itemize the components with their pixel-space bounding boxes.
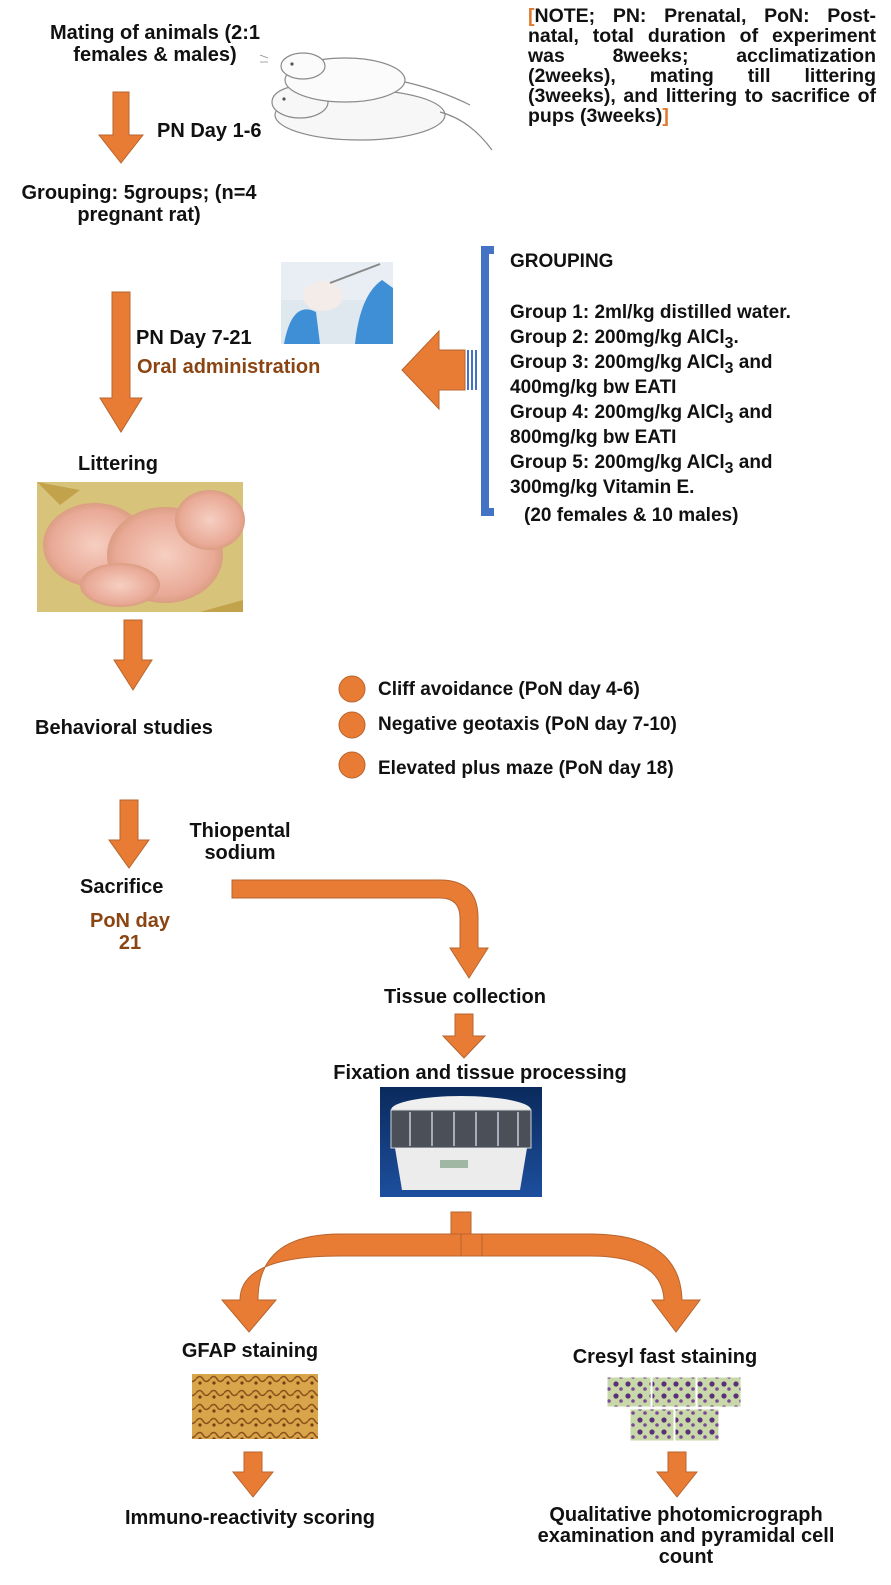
littering-pups-photo bbox=[37, 482, 245, 612]
pon-day-21-label: PoN day 21 bbox=[89, 910, 171, 954]
group-line: 300mg/kg Vitamin E. bbox=[510, 477, 695, 498]
bullet-negative-geotaxis bbox=[338, 711, 366, 739]
group-line: Group 5: 200mg/kg AlCl3 and bbox=[510, 452, 773, 477]
group-line: 800mg/kg bw EATI bbox=[510, 427, 677, 448]
group-line: Group 4: 200mg/kg AlCl3 and bbox=[510, 402, 773, 427]
thiopental-label: Thiopental sodium bbox=[189, 820, 291, 864]
group-total: (20 females & 10 males) bbox=[524, 505, 739, 526]
arrow-down-pn-day-1-6 bbox=[97, 91, 145, 164]
arrow-left-grouping bbox=[401, 329, 477, 411]
grouping-bracket bbox=[481, 246, 494, 516]
arrow-down-sacrifice bbox=[108, 799, 150, 869]
oral-administration-label: Oral administration bbox=[137, 356, 321, 378]
test-cliff-avoidance: Cliff avoidance (PoN day 4-6) bbox=[378, 679, 640, 700]
pn-day-7-21-label: PN Day 7-21 bbox=[136, 327, 252, 349]
arrow-down-fixation bbox=[441, 1013, 487, 1059]
pn-day-1-6-label: PN Day 1-6 bbox=[157, 120, 262, 142]
group-line: Group 1: 2ml/kg distilled water. bbox=[510, 302, 791, 323]
mating-rats-image bbox=[248, 35, 493, 153]
grouping-title: GROUPING bbox=[510, 251, 614, 272]
grouping-step-label: Grouping: 5groups; (n=4 pregnant rat) bbox=[21, 182, 257, 226]
tissue-processor-photo bbox=[380, 1087, 542, 1197]
oral-administration-photo bbox=[281, 262, 393, 344]
bullet-cliff-avoidance bbox=[338, 675, 366, 703]
behavioral-studies-label: Behavioral studies bbox=[35, 717, 213, 739]
fixation-label: Fixation and tissue processing bbox=[333, 1062, 627, 1084]
cresyl-staining-label: Cresyl fast staining bbox=[572, 1346, 758, 1368]
arrow-split-staining bbox=[220, 1211, 701, 1333]
gfap-staining-label: GFAP staining bbox=[181, 1340, 319, 1362]
note-box: [NOTE; PN: Prenatal, PoN: Post-natal, to… bbox=[528, 5, 876, 127]
group-line: Group 3: 200mg/kg AlCl3 and bbox=[510, 352, 773, 377]
gfap-micrograph bbox=[192, 1374, 318, 1439]
test-elevated-plus-maze: Elevated plus maze (PoN day 18) bbox=[378, 758, 674, 779]
qualitative-label: Qualitative photomicrograph examination … bbox=[537, 1504, 835, 1568]
mating-label: Mating of animals (2:1 females & males) bbox=[49, 22, 261, 66]
arrow-down-immuno-scoring bbox=[231, 1451, 275, 1498]
arrow-down-qualitative bbox=[655, 1451, 699, 1498]
sacrifice-label: Sacrifice bbox=[80, 876, 164, 898]
arrow-down-pn-day-7-21 bbox=[99, 291, 143, 433]
immuno-scoring-label: Immuno-reactivity scoring bbox=[124, 1507, 376, 1529]
test-negative-geotaxis: Negative geotaxis (PoN day 7-10) bbox=[378, 714, 677, 735]
bullet-elevated-plus-maze bbox=[338, 751, 366, 779]
cresyl-micrographs bbox=[606, 1376, 742, 1442]
group-line: Group 2: 200mg/kg AlCl3. bbox=[510, 327, 739, 352]
group-line: 400mg/kg bw EATI bbox=[510, 377, 677, 398]
arrow-down-behavioral bbox=[113, 619, 153, 691]
tissue-collection-label: Tissue collection bbox=[384, 986, 546, 1008]
arrow-curved-tissue-collection bbox=[231, 879, 489, 979]
littering-label: Littering bbox=[78, 453, 158, 475]
